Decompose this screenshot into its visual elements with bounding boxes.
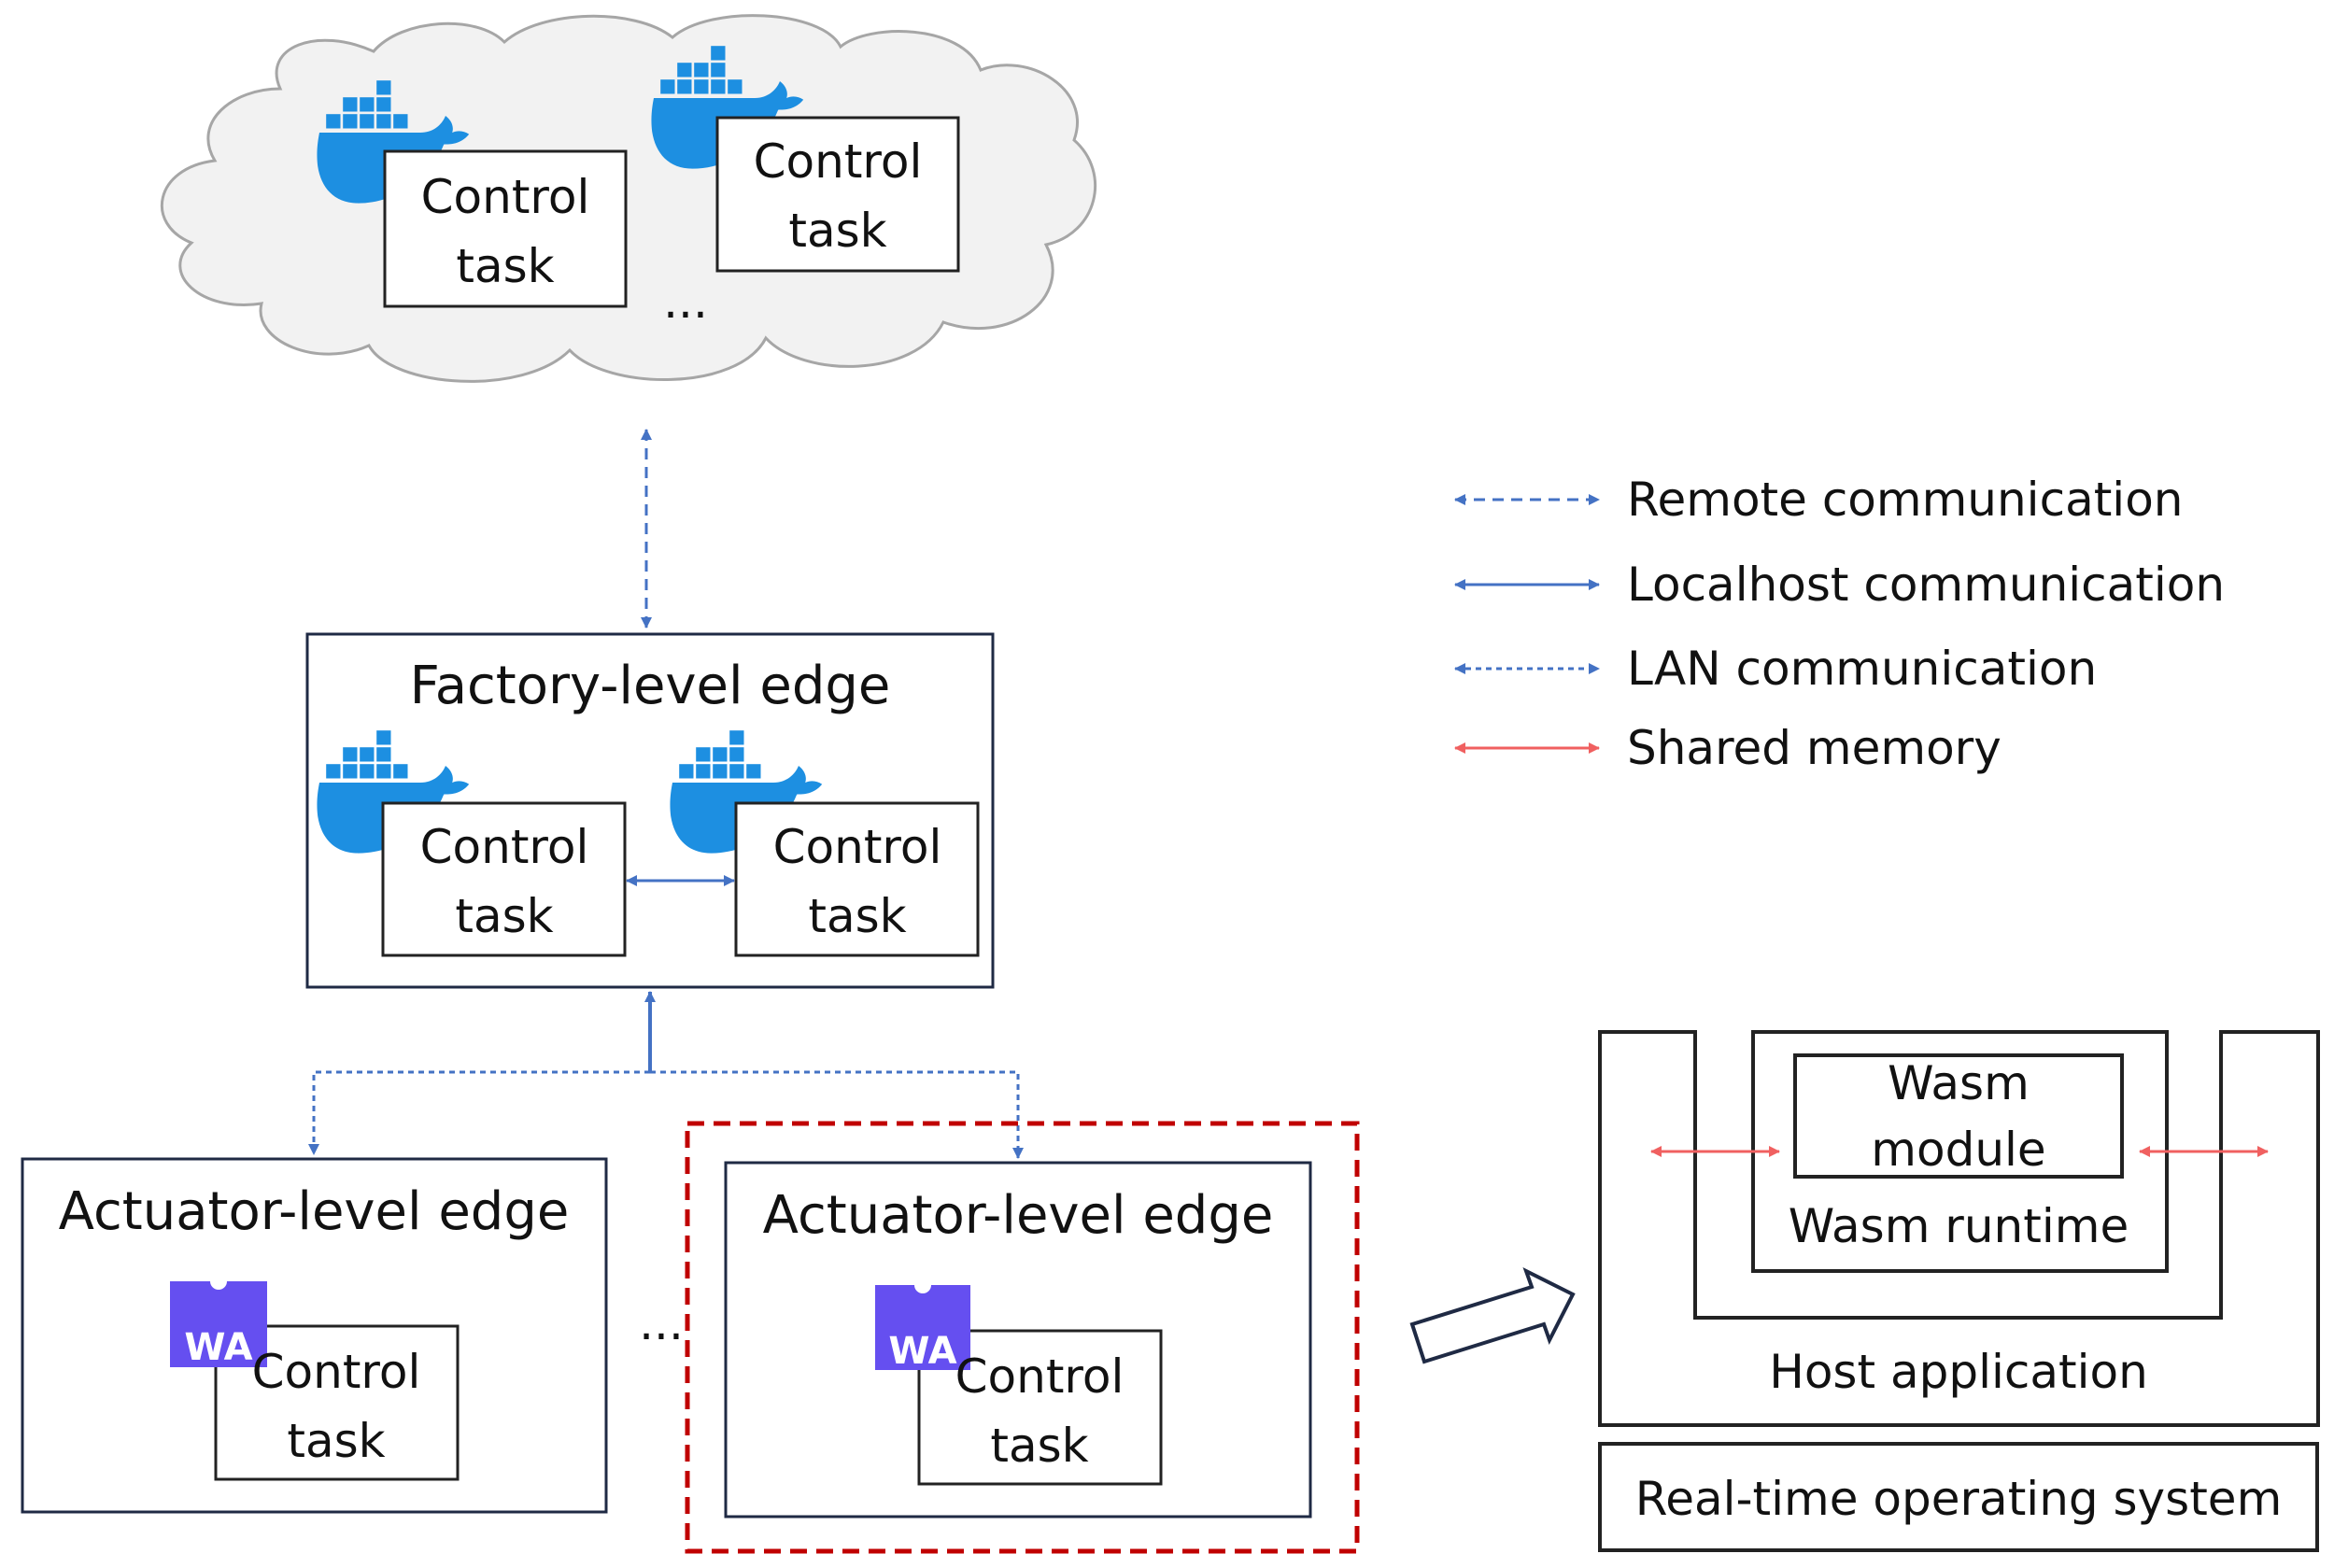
factory-task-1-line1: Control (420, 820, 589, 874)
cloud-task-box-2 (715, 116, 960, 273)
runtime-detail: Wasm module Wasm runtime Host applicatio… (1598, 1030, 2320, 1552)
factory-level-edge: Factory-level edge Control task Control … (305, 632, 995, 989)
wasm-module-box (1793, 1053, 2124, 1179)
actuator-level-edge-right: Actuator-level edge WA Control task (724, 1161, 1312, 1519)
factory-task-box-2 (734, 801, 980, 957)
wasm-module-line1: Wasm (1888, 1056, 2030, 1110)
host-application-frame (1598, 1030, 2320, 1427)
cloud-ellipsis: ... (663, 275, 708, 329)
legend-shared-memory-label: Shared memory (1627, 721, 2002, 775)
legend-lan-label: LAN communication (1627, 642, 2097, 696)
actuator-left-title: Actuator-level edge (59, 1181, 570, 1242)
rtos-label: Real-time operating system (1635, 1472, 2283, 1526)
actuator-right-task-line2: task (990, 1419, 1088, 1473)
actuator-right-title: Actuator-level edge (763, 1185, 1274, 1246)
host-application-label: Host application (1769, 1345, 2148, 1399)
legend-localhost-label: Localhost communication (1627, 558, 2225, 612)
actuator-ellipsis: ... (639, 1296, 684, 1350)
actuator-level-edge-left: Actuator-level edge WA Control task (21, 1157, 608, 1514)
webassembly-badge-label: WA (888, 1330, 956, 1373)
zoom-arrow (1409, 1266, 1576, 1364)
cloud-task-2-line2: task (788, 204, 886, 258)
factory-task-2-line2: task (808, 889, 906, 943)
wasm-module-line2: module (1871, 1123, 2045, 1177)
webassembly-badge-label: WA (184, 1326, 252, 1369)
legend-remote-label: Remote communication (1627, 473, 2183, 527)
factory-task-1-line2: task (455, 889, 553, 943)
rtos-box (1598, 1442, 2319, 1552)
cloud-task-1-line2: task (456, 239, 554, 293)
factory-task-2-line1: Control (773, 820, 942, 874)
webassembly-icon: WA (170, 1281, 267, 1369)
legend: Remote communication Localhost communica… (1454, 473, 2225, 775)
factory-task-box-1 (381, 801, 627, 957)
webassembly-icon: WA (875, 1285, 970, 1373)
cloud: Control task Control task ... (160, 14, 1096, 383)
actuator-left-task-line2: task (287, 1414, 385, 1468)
cloud-task-1-line1: Control (421, 170, 590, 224)
actuator-left-task-line1: Control (252, 1345, 421, 1399)
lan-link-actuator-right (650, 1070, 1024, 1159)
actuator-right-task-line1: Control (955, 1349, 1125, 1404)
wasm-runtime-label: Wasm runtime (1789, 1199, 2129, 1253)
cloud-task-2-line1: Control (754, 134, 923, 189)
factory-title: Factory-level edge (410, 656, 891, 716)
lan-link-actuator-left (308, 1070, 650, 1155)
cloud-task-box-1 (383, 149, 628, 308)
